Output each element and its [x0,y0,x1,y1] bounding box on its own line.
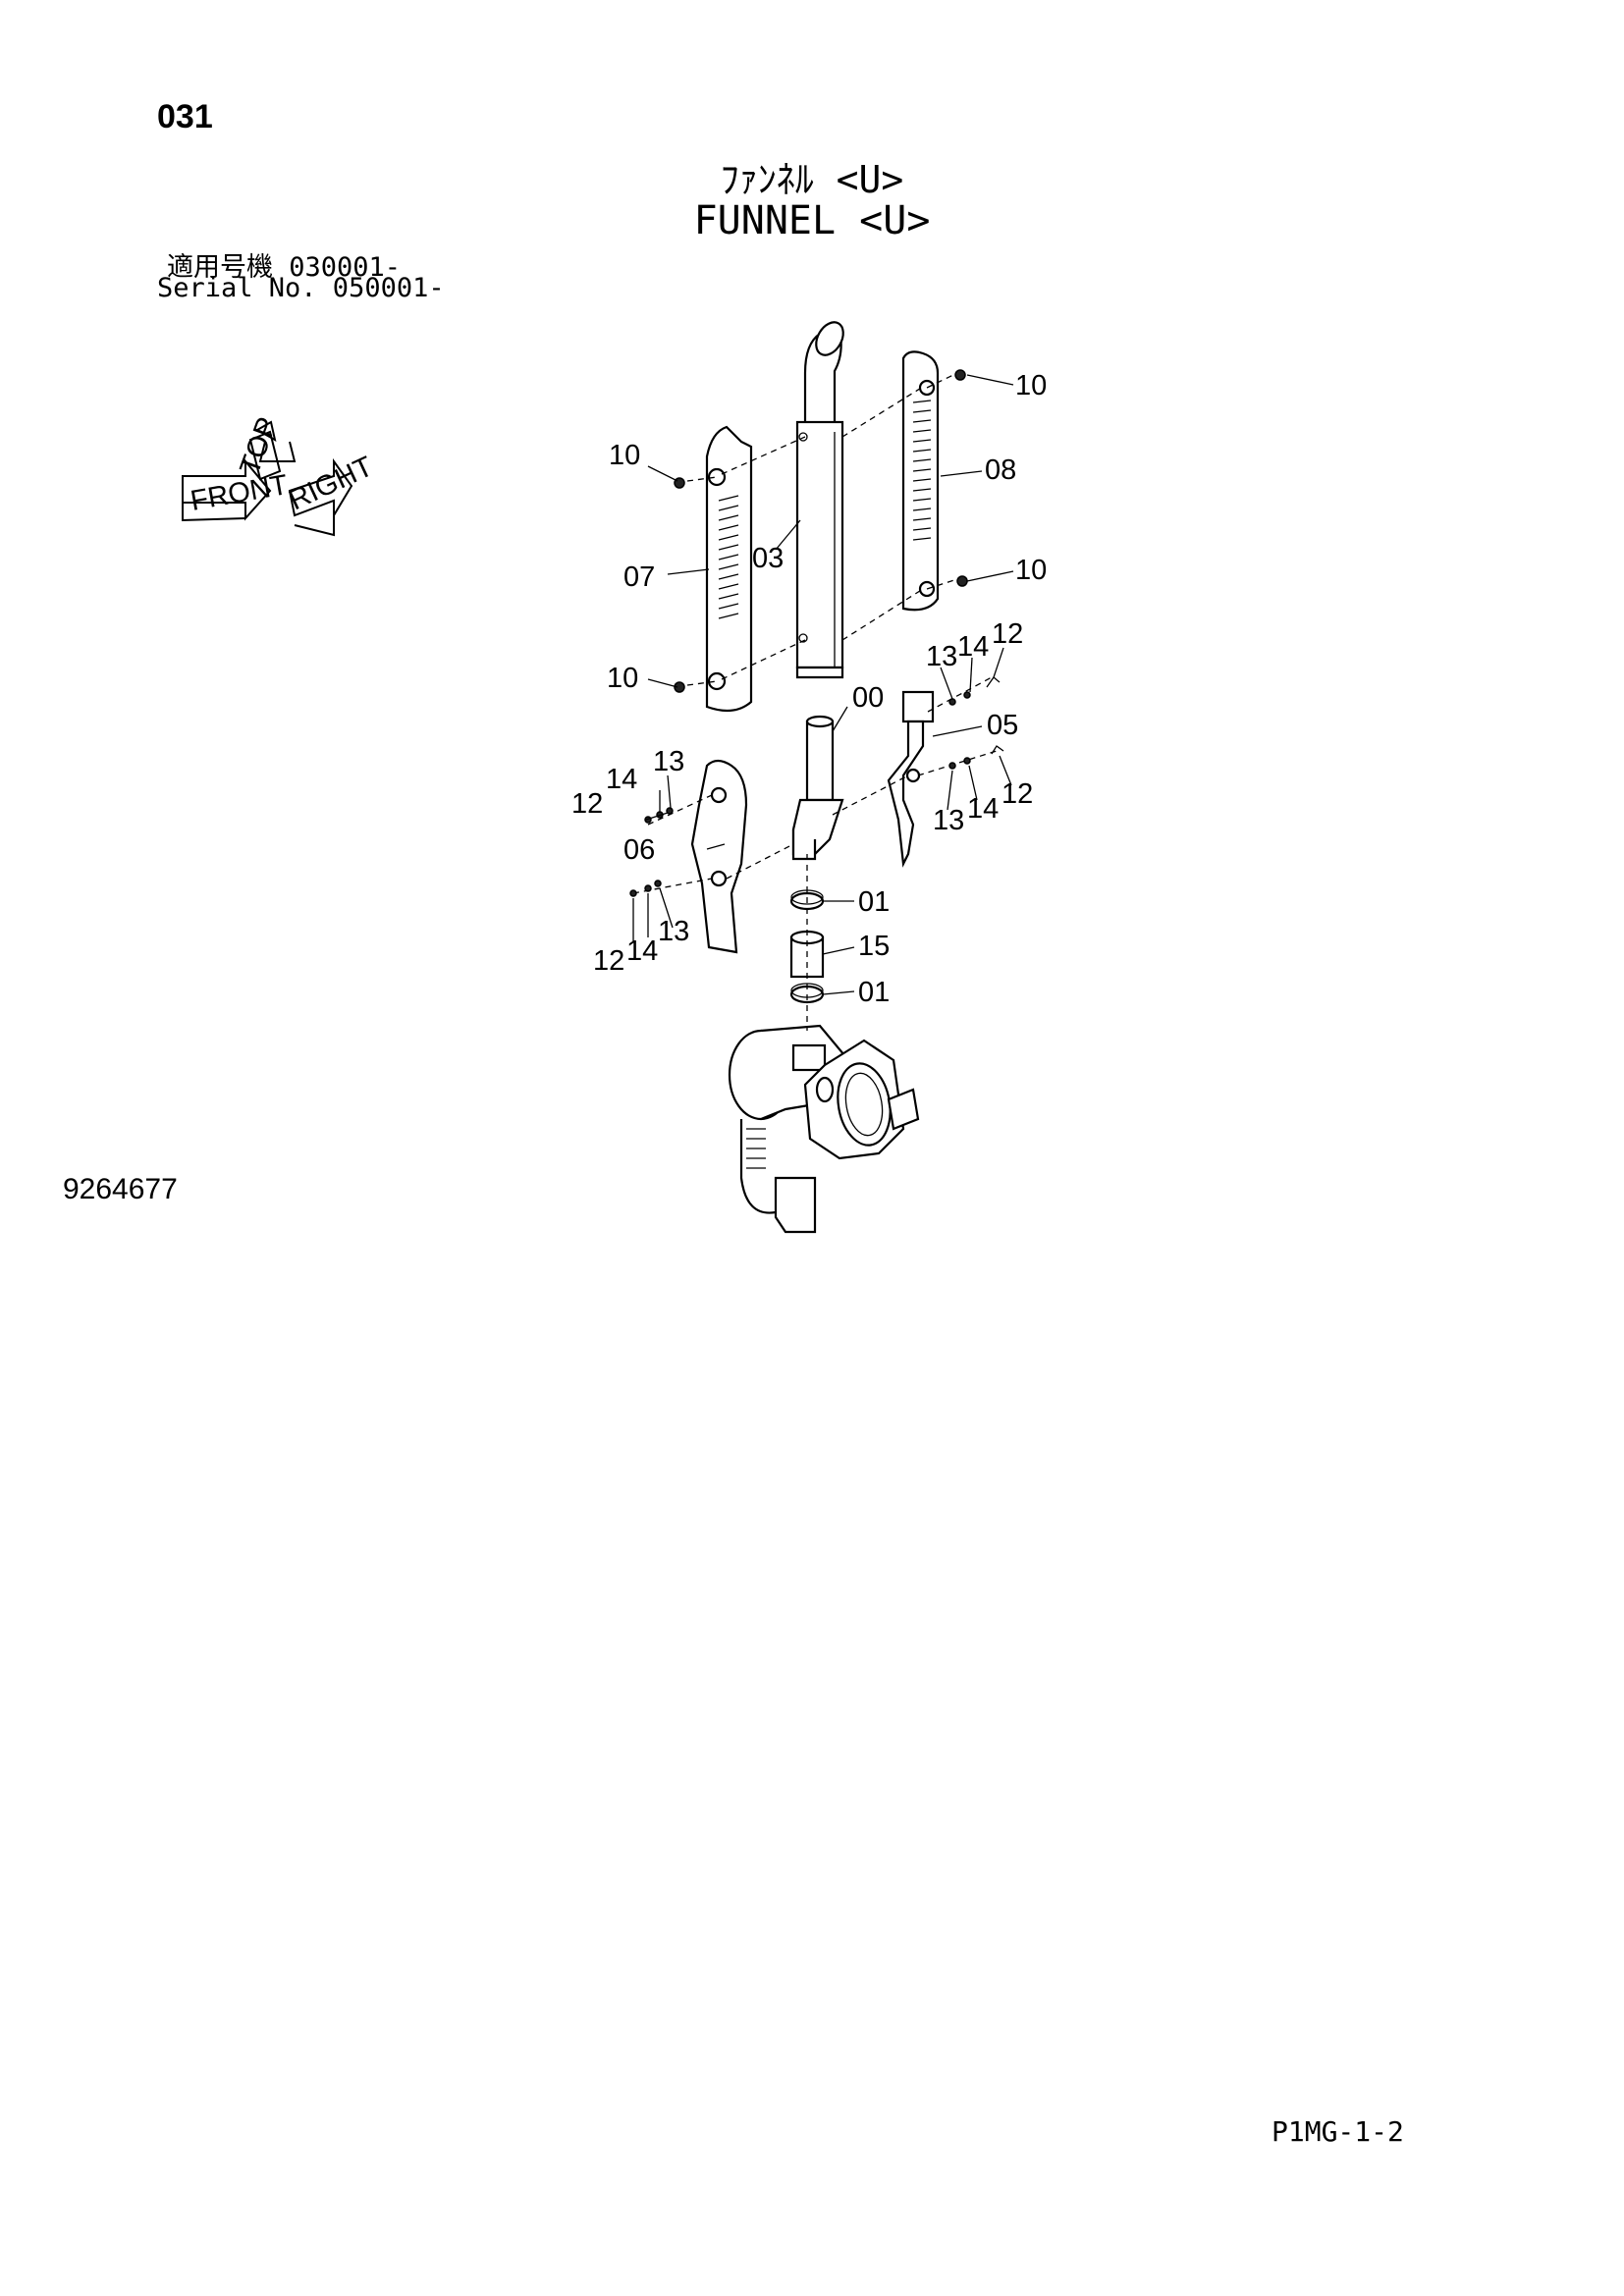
callout-00: 00 [852,682,884,714]
callout-14: 14 [626,935,658,967]
part-07-left-cover [705,425,753,713]
callout-14: 14 [606,764,637,795]
part-08-right-cover [901,350,940,612]
title-english: FUNNEL <U> [693,198,931,243]
callout-07: 07 [623,561,655,593]
callout-13: 13 [926,641,957,672]
callout-labels: 10 10 08 10 07 03 10 13 14 12 00 05 13 1… [571,370,1047,1008]
callout-13: 13 [658,916,689,947]
callout-10: 10 [1015,555,1047,586]
callout-14: 14 [967,793,999,825]
right-arrow-icon [288,457,353,519]
front-arrow-icon [182,458,272,521]
callout-15: 15 [858,931,890,962]
title-japanese: ﾌｧﾝﾈﾙ <U> [720,158,904,201]
callout-10: 10 [1015,370,1047,401]
part-05-bracket [887,690,935,868]
callout-12: 12 [571,788,603,820]
muffler-assembly [728,1024,920,1234]
serial-range-english: Serial No. 050001- [157,273,445,303]
sheet-code: P1MG-1-2 [1272,2115,1404,2148]
right-label: RIGHT [284,451,378,516]
callout-13: 13 [933,805,964,836]
leader-lines [632,374,1014,995]
callout-05: 05 [987,710,1018,741]
callout-08: 08 [985,454,1016,486]
serial-range-japanese: 適用号機 030001- [167,252,402,283]
callout-01: 01 [858,977,890,1008]
callout-12: 12 [1001,778,1033,810]
callout-14: 14 [957,631,989,663]
callout-13: 13 [653,746,684,777]
callout-03: 03 [752,543,784,574]
part-03-exhaust-pipe [795,321,844,679]
page-number: 031 [157,98,213,135]
top-label: TOP [235,413,284,478]
alignment-lines [632,372,998,1031]
drawing-number: 9264677 [63,1173,178,1205]
callout-10: 10 [609,440,640,471]
part-06-lower-cover [690,759,748,954]
orientation-indicator: FRONT RIGHT TOP [182,413,378,537]
callout-12: 12 [992,618,1023,650]
callout-12: 12 [593,945,624,977]
part-00-elbow-pipe [791,715,844,861]
callout-10: 10 [607,663,638,694]
callout-06: 06 [623,834,655,866]
callout-01: 01 [858,886,890,918]
